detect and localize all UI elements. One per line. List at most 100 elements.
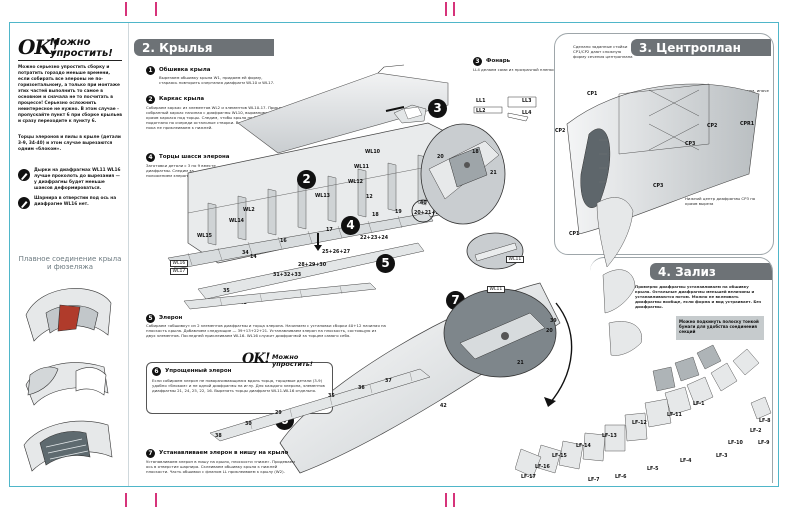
part-label: LF-5 xyxy=(647,467,659,472)
fillet-text: Примерно диафрагмы устанавливаем на обши… xyxy=(635,284,762,309)
instruction-sheet: OK! Можно упростить! Можно серьезно упро… xyxy=(9,22,779,487)
sidebar-intro: Можно серьезно упростить сборку и потрат… xyxy=(18,65,122,124)
cut-mark xyxy=(125,493,127,507)
part-label: LF-16 xyxy=(535,465,550,470)
centerwing-panel: 3. Центроплан Сделано заданные стойки CP… xyxy=(554,33,774,255)
sidebar-heading: Плавное соединение крыла и фюзеляжа xyxy=(18,255,122,271)
part-label: 34 xyxy=(242,251,249,256)
part-label: LF-8 xyxy=(759,419,771,424)
canopy-illustration xyxy=(393,104,427,124)
cut-mark xyxy=(453,493,455,507)
part-label: 21 xyxy=(490,171,497,176)
sidebar-simplify: OK! Можно упростить! Можно серьезно упро… xyxy=(10,23,129,486)
step-title: Упрощенный элерон xyxy=(165,368,232,374)
step-marker-2: 2 xyxy=(297,170,316,189)
part-label: LF-9 xyxy=(758,441,770,446)
step-text: Собираем «обшивку» из 2 элементов диафра… xyxy=(146,323,386,338)
step-marker-3: 3 xyxy=(428,99,447,118)
part-label: 42 xyxy=(440,404,447,409)
step-text: Если собираем элерон не поворачивающимся… xyxy=(152,378,325,393)
hinge-detail-circle xyxy=(420,123,506,225)
part-label: LL1 xyxy=(476,99,486,104)
cut-mark xyxy=(125,2,127,16)
part-label: WL17 xyxy=(170,268,188,275)
part-label: WL11 xyxy=(487,286,505,293)
step-text: Собираем каркас из элементов WL2 и элеме… xyxy=(146,105,296,130)
divider xyxy=(18,60,122,61)
step-text: Заготовки детали с 3 по 9 вместе диафраг… xyxy=(146,163,216,178)
part-label: LL4 xyxy=(522,111,532,116)
step-title: Элерон xyxy=(159,315,183,321)
part-label: 36 xyxy=(358,386,365,391)
wing-fillet-segments-illustration xyxy=(515,197,772,478)
aileron-strip-illustration xyxy=(183,282,377,310)
pencil-icon xyxy=(18,197,30,209)
centerwing-note: Сделано заданные стойки CP1/CP2 дают сло… xyxy=(573,44,633,59)
part-label: 35 xyxy=(328,394,335,399)
part-label: CP1 xyxy=(587,92,598,97)
part-label: WL16 xyxy=(170,260,188,267)
part-label: 20 xyxy=(437,155,444,160)
part-label: 18 xyxy=(472,150,479,155)
section-title-fillet: 4. Зализ крыла xyxy=(650,263,772,293)
section-title-centerwing: 3. Центроплан xyxy=(631,39,771,56)
part-label: CP2 xyxy=(707,124,718,129)
part-label: WL15 xyxy=(197,234,213,239)
part-label: LF-14 xyxy=(576,444,591,449)
part-label: LF-15 xyxy=(552,454,567,459)
part-label: 20 xyxy=(546,329,553,334)
part-label: 20+21+19 xyxy=(414,211,443,216)
part-label: 12 xyxy=(366,195,373,200)
step-marker-4: 4 xyxy=(341,216,360,235)
step-title: Устанавливаем элерон в нишу на крыло xyxy=(159,450,289,456)
cut-mark xyxy=(453,2,455,16)
part-label: WL2 xyxy=(243,208,255,213)
simplified-aileron-illustration xyxy=(209,368,431,442)
section-title-wings: 2. Крылья xyxy=(134,39,274,56)
sidebar-title: Можно упростить! xyxy=(50,37,113,59)
part-label: WL13 xyxy=(315,194,331,199)
wing-frame-illustration xyxy=(167,64,449,300)
part-label: 38 xyxy=(215,434,222,439)
centerwing-note: Нижний центр диафрагмы CP3 по краям выре… xyxy=(685,196,756,206)
part-label: 28+29+30 xyxy=(298,263,327,268)
part-label: WL14 xyxy=(229,219,245,224)
step-text: LL4 делаем сами из прозрачной пленки xyxy=(473,67,555,72)
part-label: LF-7 xyxy=(588,478,600,483)
step-number: 1 xyxy=(146,66,155,75)
part-label: 30 xyxy=(245,422,252,427)
part-label: 35 xyxy=(223,289,230,294)
step-title: Обшивка крыла xyxy=(159,67,211,73)
ok-logo-small: OK! xyxy=(242,351,270,367)
cut-mark xyxy=(155,2,157,16)
part-label: CP2 xyxy=(555,129,566,134)
cut-mark xyxy=(445,493,447,507)
part-label: LF-1 xyxy=(693,402,705,407)
part-label: 39 xyxy=(550,319,557,324)
part-label: 14 xyxy=(250,255,257,260)
part-label: CP3 xyxy=(653,184,664,189)
part-label: CP1 xyxy=(569,232,580,237)
centerwing-illustration xyxy=(566,83,760,235)
step-number: 7 xyxy=(146,449,155,458)
part-label: 16 xyxy=(280,239,287,244)
note-dyrki: Дырки на диафрагмах WL11 WL16 лучше прок… xyxy=(34,168,121,191)
step-number: 4 xyxy=(146,153,155,162)
sidebar-paragraph: Торцы элеронов и пилы в крыле (детали 3-… xyxy=(18,135,121,152)
part-label: 19 xyxy=(395,210,402,215)
part-label: WL11 xyxy=(506,256,524,263)
part-label: 25+26+27 xyxy=(322,250,351,255)
step-marker-5: 5 xyxy=(376,254,395,273)
part-label: 17 xyxy=(326,228,333,233)
step-title: Фонарь xyxy=(486,58,511,64)
part-label: LF-17 xyxy=(521,475,536,480)
part-label: LL3 xyxy=(522,99,532,104)
part-label: LF-11 xyxy=(667,413,682,418)
note-sharnir: Шарнира в отверстии под ось на диафрагме… xyxy=(34,196,117,207)
part-label: 31+32+33 xyxy=(273,273,302,278)
cut-mark xyxy=(445,2,447,16)
part-label: 18 xyxy=(372,213,379,218)
canopy-parts-outline xyxy=(473,96,537,122)
step-number: 3 xyxy=(473,57,482,66)
part-label: LF-3 xyxy=(716,454,728,459)
